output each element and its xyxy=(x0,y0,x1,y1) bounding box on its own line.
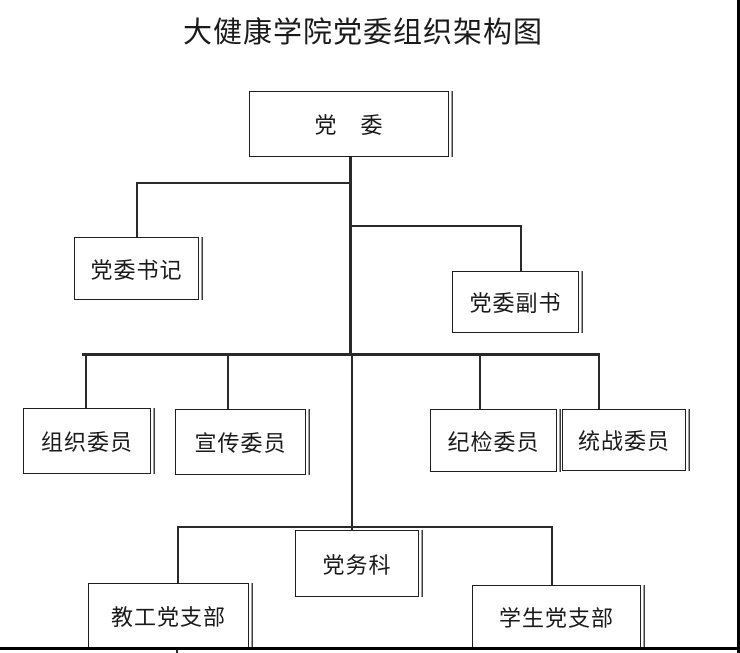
node-student-party-branch-label: 学生党支部 xyxy=(498,606,614,631)
connector-trunk-thick-line xyxy=(349,156,352,355)
page-title: 大健康学院党委组织架构图 xyxy=(182,17,543,49)
connector-discipline-v-line xyxy=(479,355,481,409)
node-discipline-member-label: 纪检委员 xyxy=(447,429,540,455)
node-organization-member: 组织委员 xyxy=(23,408,151,474)
node-united-front-member: 统战委员 xyxy=(562,409,686,471)
connector-faculty-v-line xyxy=(177,526,179,583)
page-edge-bottom xyxy=(0,647,740,650)
node-student-party-branch: 学生党支部 xyxy=(472,585,641,649)
connector-united-front-v-line xyxy=(598,355,600,409)
node-propaganda-member: 宣传委员 xyxy=(175,409,306,475)
node-discipline-member: 纪检委员 xyxy=(430,409,557,472)
connector-secretary-v-line xyxy=(136,182,138,237)
node-united-front-member-label: 统战委员 xyxy=(577,429,670,454)
connector-deputy-v-line xyxy=(520,225,522,272)
node-party-secretary-label: 党委书记 xyxy=(90,257,183,283)
connector-bottom-tick-line xyxy=(176,648,178,653)
connector-deputy-h-line xyxy=(351,225,522,227)
node-faculty-party-branch: 教工党支部 xyxy=(88,583,249,649)
node-party-affairs-section: 党务科 xyxy=(295,530,419,597)
node-deputy-party-secretary-label: 党委副书 xyxy=(469,291,562,316)
page-edge-right xyxy=(737,0,740,653)
node-party-committee-label: 党 委 xyxy=(314,113,384,138)
connector-organization-v-line xyxy=(85,355,87,408)
connector-level3-h-line xyxy=(82,353,600,356)
node-propaganda-member-label: 宣传委员 xyxy=(194,431,287,456)
node-deputy-party-secretary: 党委副书 xyxy=(452,271,579,333)
node-party-affairs-section-label: 党务科 xyxy=(322,552,392,578)
node-organization-member-label: 组织委员 xyxy=(40,430,133,455)
connector-propaganda-v-line xyxy=(227,355,229,409)
connector-trunk-thin-line xyxy=(351,355,353,531)
node-party-secretary: 党委书记 xyxy=(74,237,199,300)
connector-student-v-line xyxy=(551,526,553,585)
connector-bottom-h-line xyxy=(178,526,553,528)
node-party-committee: 党 委 xyxy=(249,91,449,157)
node-faculty-party-branch-label: 教工党支部 xyxy=(110,605,226,630)
connector-secretary-h-line xyxy=(136,182,351,184)
